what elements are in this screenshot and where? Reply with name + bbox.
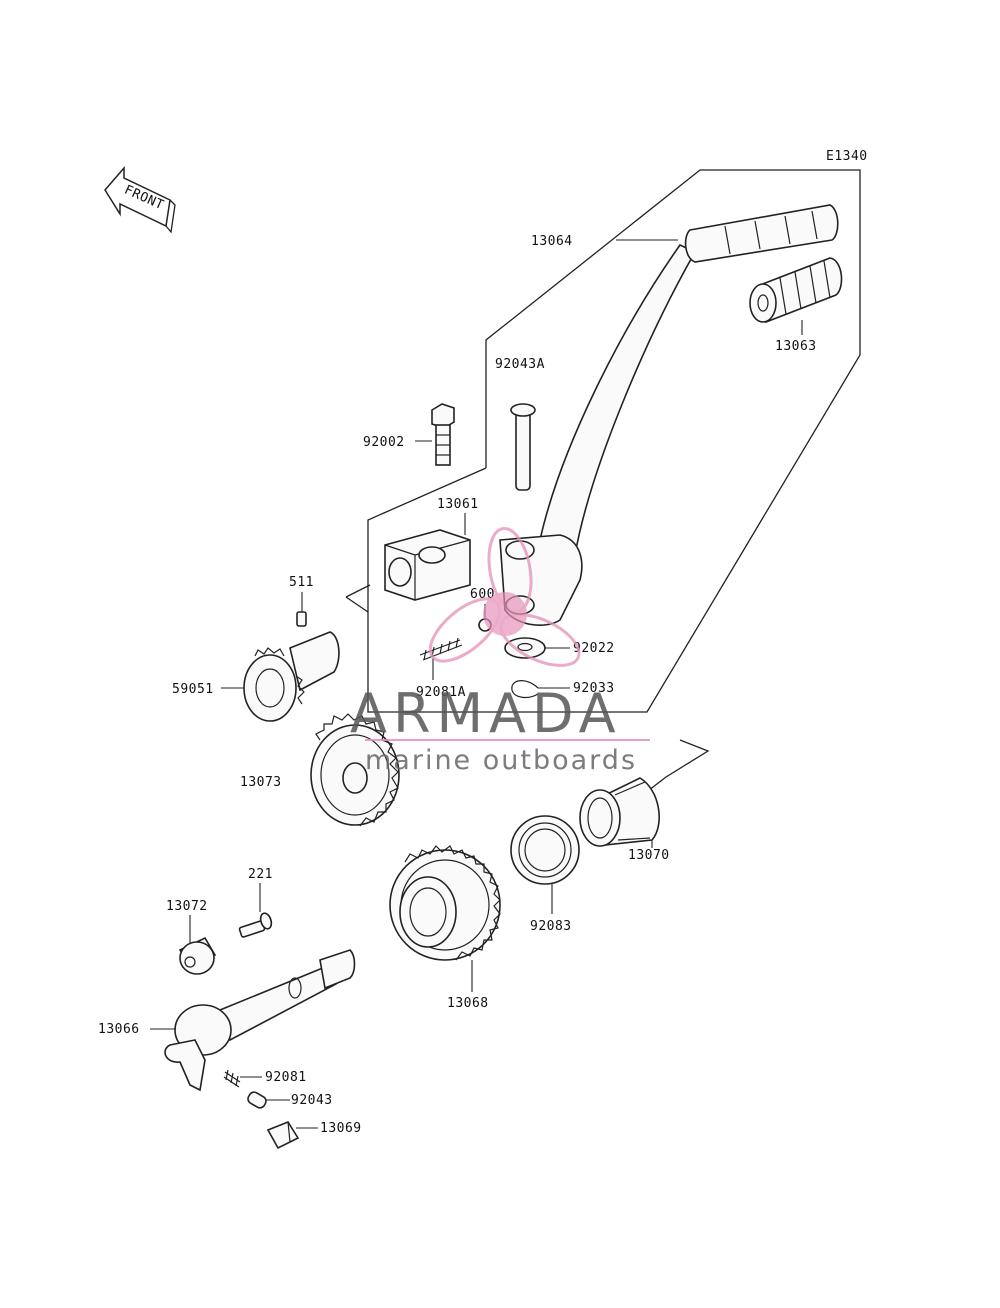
watermark-subtitle: marine outboards [365, 745, 637, 776]
label-13073: 13073 [240, 775, 282, 790]
propeller-logo-icon [428, 526, 581, 667]
label-13070: 13070 [628, 848, 670, 863]
leader-lines [150, 239, 803, 1129]
label-92043: 92043 [291, 1093, 333, 1108]
label-92081A: 92081A [416, 685, 466, 700]
part-labels: 13064 13063 92043A 92002 13061 511 600 9… [98, 234, 817, 1136]
label-13066: 13066 [98, 1022, 140, 1037]
kick-pedal-lever [499, 204, 839, 626]
coil-spring [510, 815, 580, 885]
label-221: 221 [248, 867, 273, 882]
label-13061: 13061 [437, 497, 479, 512]
label-13063: 13063 [775, 339, 817, 354]
idle-gear [310, 713, 400, 827]
screw [238, 912, 273, 938]
label-92083: 92083 [530, 919, 572, 934]
dowel-pin [296, 611, 307, 627]
collar [178, 936, 217, 975]
label-59051: 59051 [172, 682, 214, 697]
hex-bolt [431, 403, 455, 466]
armada-watermark: ARMADA marine outboards [350, 526, 650, 776]
kick-gear [389, 845, 501, 961]
label-13064: 13064 [531, 234, 573, 249]
label-13072: 13072 [166, 899, 208, 914]
spur-gear-small [243, 631, 340, 722]
small-spring [223, 1069, 241, 1088]
pivot-pin [510, 403, 536, 491]
diagram-code: E1340 [826, 149, 868, 164]
label-92022: 92022 [573, 641, 615, 656]
guide-sleeve [579, 777, 660, 847]
label-13069: 13069 [320, 1121, 362, 1136]
label-511: 511 [289, 575, 314, 590]
circlip [511, 680, 539, 699]
label-92081: 92081 [265, 1070, 307, 1085]
front-arrow-icon: FRONT [104, 165, 176, 234]
watermark-title: ARMADA [350, 682, 622, 745]
plunger-pin [247, 1091, 267, 1109]
clamp-block [384, 529, 471, 601]
kick-shaft [164, 949, 356, 1092]
label-92033: 92033 [573, 681, 615, 696]
pedal-rubber-grip [749, 257, 843, 324]
ratchet-piece [266, 1121, 300, 1150]
compression-spring [419, 637, 463, 661]
label-13068: 13068 [447, 996, 489, 1011]
label-92002: 92002 [363, 435, 405, 450]
label-92043A: 92043A [495, 357, 545, 372]
